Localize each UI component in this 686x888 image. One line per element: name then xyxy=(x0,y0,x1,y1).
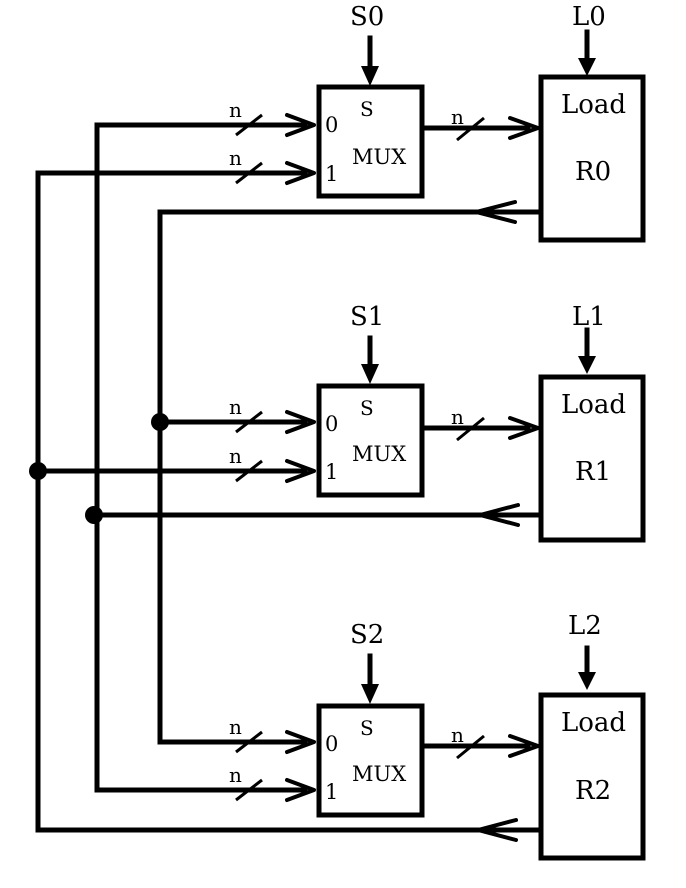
select-arrowhead-s2 xyxy=(361,684,379,704)
register-r2 xyxy=(538,692,646,861)
mux-1-output-width-slash xyxy=(456,416,485,442)
mux-2-input-1-width-slash xyxy=(235,778,263,802)
mux-2-label: MUX xyxy=(352,762,406,786)
mux-2-input-0-arrow xyxy=(285,730,316,754)
mux-0-input-0-label: 0 xyxy=(325,113,338,137)
mux-2 xyxy=(316,703,425,818)
mux-1-select-text: S xyxy=(360,396,374,420)
register-r0 xyxy=(538,74,646,243)
mux-0-input-0-width: n xyxy=(229,98,242,122)
mux-1-input-1-width: n xyxy=(229,444,242,468)
register-r1-name: R1 xyxy=(575,457,611,487)
mux-1-input-0-arrow xyxy=(285,410,316,434)
load-label-l1: L1 xyxy=(572,302,606,332)
mux-0-input-1-width: n xyxy=(229,146,242,170)
register-r1-load-text: Load xyxy=(561,390,626,420)
select-arrowhead-s0 xyxy=(361,66,379,86)
stage-0: S0 L0 S MUX 0 1 n n n Load R0 xyxy=(35,2,646,243)
select-label-s0: S0 xyxy=(350,2,384,32)
register-r0-load-text: Load xyxy=(561,90,626,120)
stage-2: S2 L2 S MUX 0 1 n n n Load R2 xyxy=(35,611,646,861)
load-arrowhead-l2 xyxy=(578,672,596,690)
load-arrowhead-l0 xyxy=(578,58,596,76)
load-arrowhead-l1 xyxy=(578,356,596,374)
mux-1-input-0-label: 0 xyxy=(325,412,338,436)
select-label-s2: S2 xyxy=(350,620,384,650)
register-r2-name: R2 xyxy=(575,776,611,806)
mux-1-input-1-width-slash xyxy=(235,459,263,483)
mux-2-select-text: S xyxy=(360,716,374,740)
mux-0-input-1-arrow xyxy=(285,161,316,185)
mux-1-input-1-label: 1 xyxy=(325,460,338,484)
mux-1-output-width: n xyxy=(451,405,464,429)
mux-1-input-0-width: n xyxy=(229,395,242,419)
stage-1: S1 L1 S MUX 0 1 n n n Load R1 xyxy=(35,302,646,543)
r2-output-arrow xyxy=(476,818,518,842)
junction-dot-r0-bus xyxy=(151,413,169,431)
load-label-l0: L0 xyxy=(572,2,606,32)
mux-0-label: MUX xyxy=(352,145,406,169)
register-r1 xyxy=(538,374,646,543)
r1-output-arrow xyxy=(478,503,520,527)
mux-2-input-0-width-slash xyxy=(235,730,263,754)
mux-0-input-0-width-slash xyxy=(235,113,263,137)
junction-dot-r2-bus xyxy=(29,462,47,480)
junction-dot-r1-bus xyxy=(85,506,103,524)
mux-0 xyxy=(316,84,425,199)
select-label-s1: S1 xyxy=(350,302,384,332)
mux-1-input-1-arrow xyxy=(285,459,316,483)
mux-0-output-width-slash xyxy=(456,116,485,142)
mux-2-input-1-arrow xyxy=(285,778,316,802)
mux-0-input-1-label: 1 xyxy=(325,162,338,186)
mux-0-output-width: n xyxy=(451,105,464,129)
register-r2-load-text: Load xyxy=(561,708,626,738)
mux-2-output-width-slash xyxy=(456,734,485,760)
mux-1 xyxy=(316,383,425,498)
mux-1-output-arrow xyxy=(508,416,540,440)
mux-2-output-arrow xyxy=(508,734,540,758)
mux-2-input-1-width: n xyxy=(229,763,242,787)
mux-0-input-0-arrow xyxy=(285,113,316,137)
mux-2-input-1-label: 1 xyxy=(325,780,338,804)
mux-1-label: MUX xyxy=(352,442,406,466)
select-arrowhead-s1 xyxy=(361,364,379,384)
r0-output-arrow xyxy=(474,200,517,224)
mux-2-output-width: n xyxy=(451,723,464,747)
load-label-l2: L2 xyxy=(568,611,602,641)
vertical-buses xyxy=(29,122,169,833)
mux-2-input-0-width: n xyxy=(229,715,242,739)
mux-0-input-1-width-slash xyxy=(235,161,263,185)
mux-1-input-0-width-slash xyxy=(235,410,263,434)
mux-0-output-arrow xyxy=(508,116,540,140)
register-r0-name: R0 xyxy=(575,157,611,187)
mux-0-select-text: S xyxy=(360,97,374,121)
mux-2-input-0-label: 0 xyxy=(325,732,338,756)
